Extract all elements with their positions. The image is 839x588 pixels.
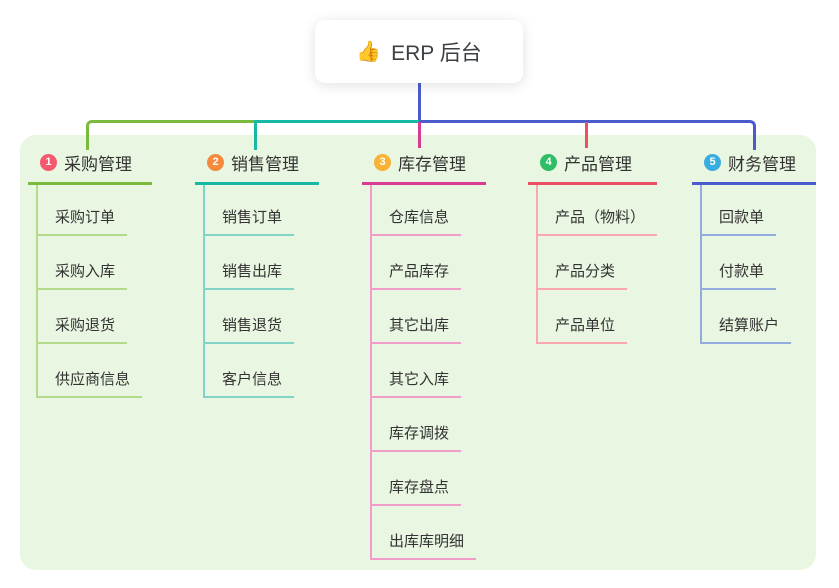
- branch-children: 产品（物料）产品分类产品单位: [536, 185, 658, 344]
- branch-children: 仓库信息产品库存其它出库其它入库库存调拨库存盘点出库库明细: [370, 185, 477, 560]
- root-title: ERP 后台: [391, 41, 482, 65]
- connector-root-line: [418, 83, 421, 120]
- child-node[interactable]: 出库库明细: [372, 506, 477, 560]
- branch-node: 3 库存管理 仓库信息产品库存其它出库其它入库库存调拨库存盘点出库库明细: [362, 147, 486, 560]
- child-node[interactable]: 付款单: [702, 236, 777, 290]
- child-node[interactable]: 结算账户: [702, 290, 792, 344]
- branch-number-badge: 5: [704, 154, 721, 171]
- branch-number-badge: 3: [374, 154, 391, 171]
- branch-label-text: 销售管理: [231, 155, 299, 174]
- branch-children: 回款单付款单结算账户: [700, 185, 792, 344]
- child-node[interactable]: 产品（物料）: [538, 185, 658, 236]
- connector-inventory-line: [418, 122, 421, 148]
- branch-label[interactable]: 2 销售管理: [195, 147, 319, 185]
- branch-number-badge: 4: [540, 154, 557, 171]
- branch-label[interactable]: 3 库存管理: [362, 147, 486, 185]
- branch-number-badge: 1: [40, 154, 57, 171]
- branch-label-text: 财务管理: [728, 155, 796, 174]
- child-node[interactable]: 回款单: [702, 185, 777, 236]
- child-node[interactable]: 其它出库: [372, 290, 462, 344]
- child-node[interactable]: 产品单位: [538, 290, 628, 344]
- child-node[interactable]: 采购订单: [38, 185, 128, 236]
- branch-children: 采购订单采购入库采购退货供应商信息: [36, 185, 143, 398]
- branches-panel: [20, 135, 816, 570]
- child-node[interactable]: 产品库存: [372, 236, 462, 290]
- branch-label[interactable]: 5 财务管理: [692, 147, 816, 185]
- thumbs-up-icon: 👍: [356, 40, 382, 63]
- branch-label[interactable]: 1 采购管理: [28, 147, 152, 185]
- child-node[interactable]: 采购入库: [38, 236, 128, 290]
- child-node[interactable]: 仓库信息: [372, 185, 462, 236]
- child-node[interactable]: 库存盘点: [372, 452, 462, 506]
- branch-number-badge: 2: [207, 154, 224, 171]
- root-node[interactable]: 👍 ERP 后台: [315, 20, 523, 83]
- child-node[interactable]: 销售退货: [205, 290, 295, 344]
- connector-product-line: [585, 122, 588, 148]
- branch-label-text: 库存管理: [398, 155, 466, 174]
- child-node[interactable]: 其它入库: [372, 344, 462, 398]
- branch-label-text: 产品管理: [564, 155, 632, 174]
- branch-children: 销售订单销售出库销售退货客户信息: [203, 185, 295, 398]
- connector-purchase-line: [86, 120, 254, 150]
- child-node[interactable]: 库存调拨: [372, 398, 462, 452]
- branch-node: 4 产品管理 产品（物料）产品分类产品单位: [528, 147, 658, 344]
- branch-label[interactable]: 4 产品管理: [528, 147, 658, 185]
- child-node[interactable]: 采购退货: [38, 290, 128, 344]
- child-node[interactable]: 销售出库: [205, 236, 295, 290]
- child-node[interactable]: 产品分类: [538, 236, 628, 290]
- connector-finance-line: [419, 120, 756, 150]
- branch-label-text: 采购管理: [64, 155, 132, 174]
- branch-node: 1 采购管理 采购订单采购入库采购退货供应商信息: [28, 147, 152, 398]
- branch-node: 2 销售管理 销售订单销售出库销售退货客户信息: [195, 147, 319, 398]
- connector-sales-line: [254, 120, 419, 150]
- branch-node: 5 财务管理 回款单付款单结算账户: [692, 147, 816, 344]
- child-node[interactable]: 销售订单: [205, 185, 295, 236]
- child-node[interactable]: 客户信息: [205, 344, 295, 398]
- child-node[interactable]: 供应商信息: [38, 344, 143, 398]
